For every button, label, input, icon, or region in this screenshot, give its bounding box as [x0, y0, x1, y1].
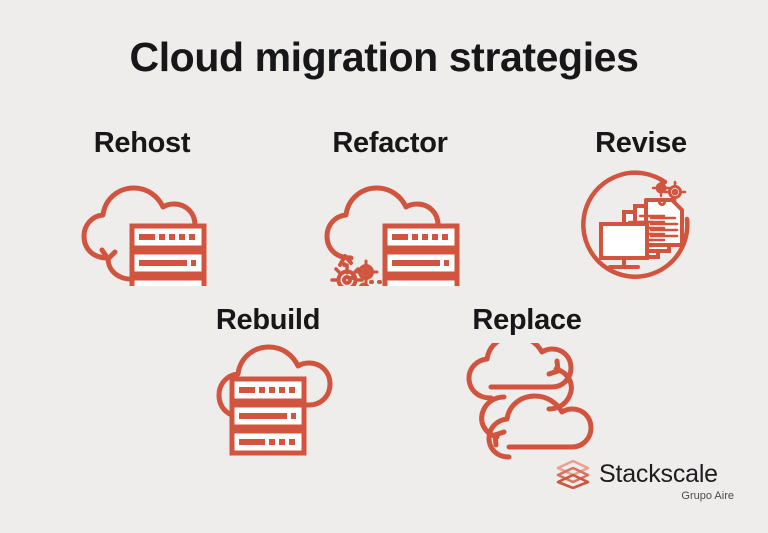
strategy-label-rebuild: Rebuild [215, 304, 321, 336]
stacked-layers-hexagon-icon [556, 459, 590, 489]
brand-logo: Stackscale Grupo Aire [556, 459, 736, 505]
logo-name: Stackscale [599, 460, 718, 488]
cloud-server-arrow-icon [81, 185, 207, 286]
strategy-card-replace: Replace [432, 303, 622, 463]
logo-row: Stackscale [556, 459, 736, 489]
strategy-card-rebuild: Rebuild [178, 303, 358, 463]
strategy-card-rehost: Rehost [52, 126, 232, 286]
strategy-label-replace: Replace [472, 304, 582, 336]
page-title: Cloud migration strategies [129, 34, 639, 80]
cloud-server-gears-icon [324, 185, 460, 286]
strategy-label-revise: Revise [595, 127, 687, 159]
logo-subtitle: Grupo Aire [681, 490, 734, 502]
strategy-card-revise: Revise [556, 126, 726, 286]
strategy-label-refactor: Refactor [332, 127, 448, 159]
strategy-card-refactor: Refactor [300, 126, 480, 286]
strategy-label-rehost: Rehost [93, 127, 191, 159]
cloud-server-stack-icon [216, 344, 333, 456]
two-clouds-cycle-icon [466, 343, 594, 460]
monitor-documents-gears-circle-icon [581, 170, 690, 279]
